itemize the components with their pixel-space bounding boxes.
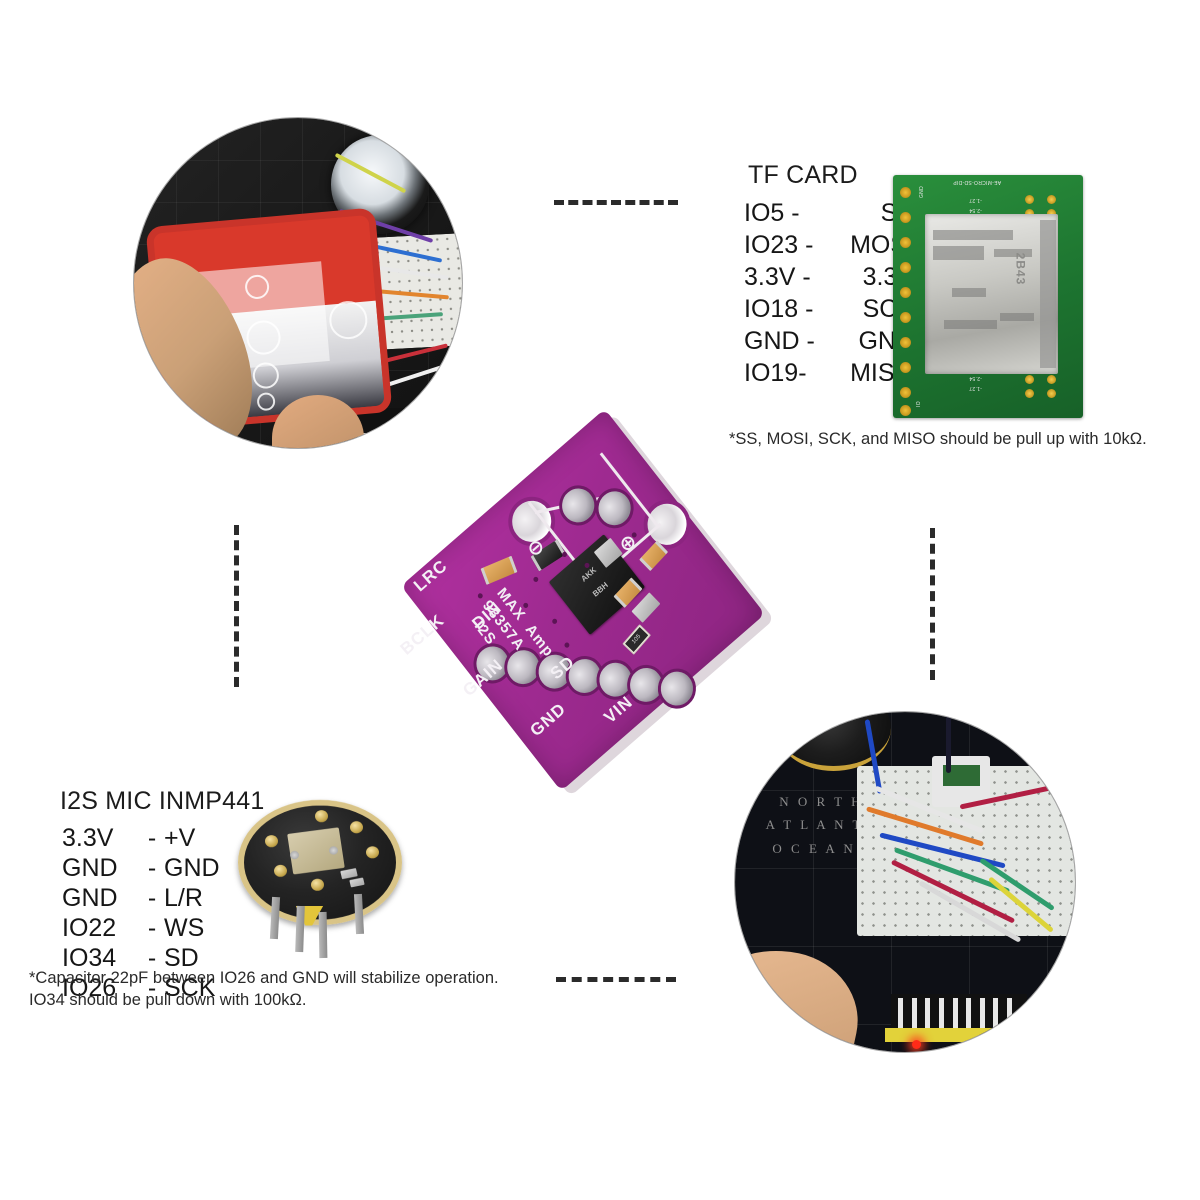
tf-module-silk-gnd: GND	[919, 185, 926, 199]
tf-pin-left: IO19-	[744, 359, 807, 387]
tf-module-silk-pitch-b2: -2.54	[969, 375, 982, 381]
tf-socket-marking: 2B43	[1013, 252, 1028, 286]
photo-phone-breadboard	[134, 118, 462, 448]
mic-pin-right: L/R	[164, 884, 203, 912]
tf-card-title: TF CARD	[748, 161, 858, 189]
tf-module-silk-top: AE-MICRO-SD-DIP	[953, 179, 1002, 185]
mic-pin-row: IO26 - SCK	[62, 973, 254, 1003]
mic-pin-right: WS	[164, 914, 205, 942]
mic-pin-left: IO26	[62, 974, 117, 1002]
mic-pin-right: SD	[164, 944, 199, 972]
max98357a-amp-board: AKK BBH 105	[360, 408, 800, 820]
dashed-connector-top	[554, 200, 678, 205]
mic-pin-dash: -	[147, 824, 157, 852]
tf-pin-left: IO5 -	[744, 199, 800, 227]
module-on-breadboard	[932, 756, 990, 808]
dashed-connector-left	[234, 525, 239, 687]
mic-pin-row: 3.3V - +V	[62, 823, 254, 853]
mic-pin-left: GND	[62, 884, 118, 912]
mic-pin-row: GND - L/R	[62, 883, 254, 913]
tf-card-note: *SS, MOSI, SCK, and MISO should be pull …	[729, 430, 1147, 448]
mic-pin-left: 3.3V	[62, 824, 114, 852]
mic-pin-left: IO22	[62, 914, 117, 942]
tf-card-module-image: AE-MICRO-SD-DIP GND IO CN1 -1.27 -2.54 -…	[893, 175, 1083, 418]
mic-pin-left: GND	[62, 854, 118, 882]
i2s-mic-title: I2S MIC INMP441	[60, 787, 265, 815]
photo-breadboard-map: N O R T H A T L A N T I C O C E A N	[735, 712, 1075, 1052]
amp-resistor: 105	[622, 623, 652, 655]
amp-resistor-code: 105	[625, 626, 649, 652]
mic-pin-left: IO34	[62, 944, 117, 972]
dashed-connector-bottom	[556, 977, 676, 982]
mic-pin-right: GND	[164, 854, 220, 882]
tf-module-silk-io: IO	[915, 401, 922, 407]
dashed-connector-right	[930, 528, 935, 680]
mic-pin-dash: -	[147, 854, 157, 882]
mic-pin-dash: -	[147, 914, 157, 942]
tf-pin-left: 3.3V -	[744, 263, 811, 291]
mic-pin-dash: -	[147, 944, 157, 972]
mic-pin-row: IO22 - WS	[62, 913, 254, 943]
tf-module-silk-pitch-a2: -1.27	[969, 385, 982, 391]
i2s-mic-pin-list: 3.3V - +V GND - GND GND - L/R IO22 - WS …	[62, 823, 254, 1003]
i2s-mic-note: *Capacitor 22pF between IO26 and GND wil…	[29, 969, 499, 1009]
tf-module-silk-pitch-b: -2.54	[969, 207, 982, 213]
mic-pin-row: GND - GND	[62, 853, 254, 883]
inmp441-mic-image	[238, 795, 402, 959]
map-label-north: N O R T H	[779, 793, 864, 809]
mount-hole-right	[634, 489, 701, 559]
mic-pin-dash: -	[147, 974, 157, 1002]
led-indicator-in-photo	[911, 1039, 921, 1049]
mic-pin-row: IO34 - SD	[62, 943, 254, 973]
tf-pin-left: IO23 -	[744, 231, 814, 259]
microsd-socket: 2B43	[925, 213, 1059, 375]
tf-pin-left: GND -	[744, 327, 815, 355]
tf-module-silk-pitch-a: -1.27	[969, 197, 982, 203]
mic-pin-right: SCK	[164, 974, 216, 1002]
tf-pin-left: IO18 -	[744, 295, 814, 323]
mic-pin-dash: -	[147, 884, 157, 912]
mic-pin-right: +V	[164, 824, 196, 852]
map-label-ocean: O C E A N	[772, 841, 856, 857]
